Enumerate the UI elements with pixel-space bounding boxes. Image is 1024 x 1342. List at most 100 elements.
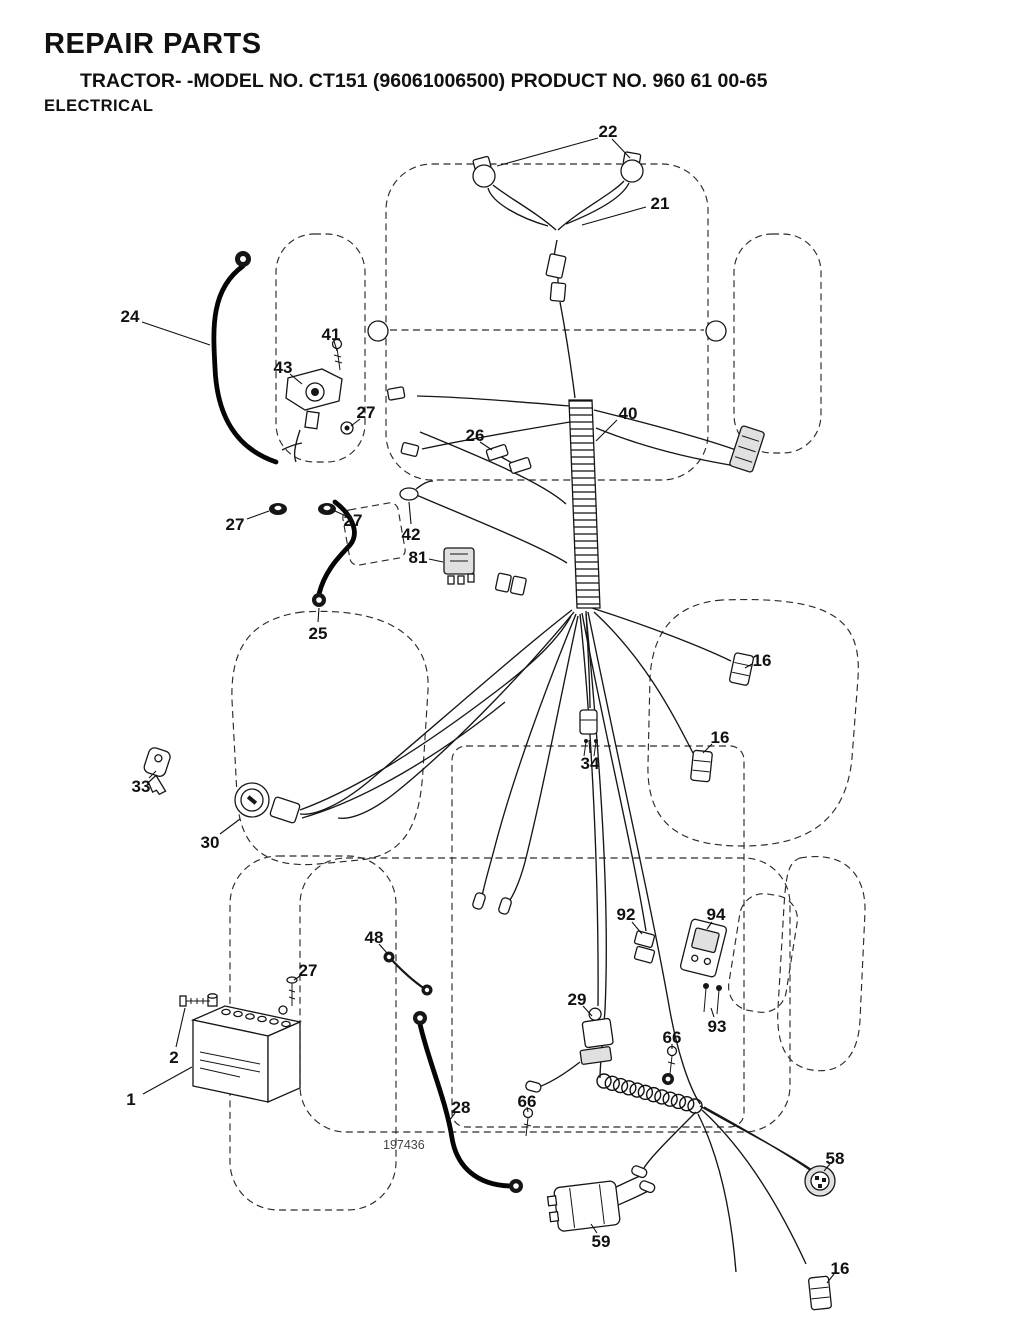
callout-leader-22 bbox=[496, 137, 599, 167]
callout-81: 81 bbox=[409, 548, 428, 567]
callout-33: 33 bbox=[132, 777, 151, 796]
callout-leader-92 bbox=[631, 921, 643, 935]
cap-42 bbox=[399, 480, 434, 501]
callout-2: 2 bbox=[169, 1048, 178, 1067]
callout-1: 1 bbox=[126, 1090, 135, 1109]
model-line: TRACTOR- -MODEL NO. CT151 (96061006500) … bbox=[80, 70, 768, 92]
callout-leader-43 bbox=[289, 373, 303, 385]
ignition-module-43 bbox=[281, 368, 343, 463]
callout-21: 21 bbox=[651, 194, 670, 213]
callout-93: 93 bbox=[708, 1017, 727, 1036]
coiled-wire bbox=[596, 1073, 703, 1114]
callout-leader-27 bbox=[334, 510, 347, 517]
callout-29: 29 bbox=[568, 990, 587, 1009]
ignition-switch-30 bbox=[234, 782, 301, 824]
screws-93 bbox=[703, 983, 722, 1015]
connector-16-bottom bbox=[808, 1275, 832, 1311]
callout-leader-25 bbox=[317, 607, 320, 623]
battery-1 bbox=[190, 993, 303, 1103]
connector-58 bbox=[804, 1165, 836, 1197]
bolt-2 bbox=[179, 995, 210, 1007]
jumper-wire-48 bbox=[390, 958, 426, 990]
wiring-harness bbox=[299, 180, 819, 1273]
washer-27-right bbox=[318, 503, 336, 515]
callout-27: 27 bbox=[226, 515, 245, 534]
nut-27 bbox=[340, 421, 354, 435]
bullet-connector bbox=[498, 897, 512, 915]
callout-leader-27 bbox=[350, 418, 361, 427]
screw-66-right bbox=[666, 1045, 678, 1075]
callout-22: 22 bbox=[599, 122, 618, 141]
callout-leader-16 bbox=[744, 663, 753, 669]
callout-leader-2 bbox=[175, 1007, 186, 1048]
callout-30: 30 bbox=[201, 833, 220, 852]
callout-25: 25 bbox=[309, 624, 328, 643]
ground-cables bbox=[211, 263, 513, 1189]
callout-leader-81 bbox=[428, 558, 444, 563]
callout-leader-27 bbox=[293, 975, 301, 981]
connector-40-right bbox=[729, 425, 765, 473]
screw-41 bbox=[331, 338, 343, 371]
fuse-26 bbox=[485, 444, 532, 474]
callout-42: 42 bbox=[402, 525, 421, 544]
callout-leader-29 bbox=[582, 1005, 593, 1017]
connector-small-b bbox=[400, 441, 420, 457]
callout-leader-66 bbox=[526, 1106, 529, 1113]
callout-leader-42 bbox=[408, 501, 412, 525]
callout-58: 58 bbox=[826, 1149, 845, 1168]
battery-cable-28 bbox=[417, 1021, 513, 1189]
ring-terminal-66 bbox=[662, 1073, 674, 1085]
hood-bolt-right bbox=[705, 320, 727, 342]
screw-66-left bbox=[522, 1107, 534, 1137]
callout-34: 34 bbox=[581, 754, 600, 773]
switch-29 bbox=[579, 1007, 614, 1065]
ring-terminal-48-a bbox=[383, 951, 395, 963]
callout-66: 66 bbox=[518, 1092, 537, 1111]
callout-27: 27 bbox=[299, 961, 318, 980]
callout-16: 16 bbox=[753, 651, 772, 670]
callout-leader-34 bbox=[588, 739, 591, 754]
callout-leader-30 bbox=[219, 818, 241, 835]
ring-terminal-25 bbox=[312, 593, 326, 607]
connector-small-c bbox=[494, 572, 512, 593]
callout-leader-93 bbox=[710, 1007, 715, 1018]
solenoid-94 bbox=[679, 918, 728, 978]
callout-40: 40 bbox=[619, 404, 638, 423]
relay-81 bbox=[443, 547, 475, 585]
callout-48: 48 bbox=[365, 928, 384, 947]
ground-cable-24 bbox=[211, 263, 279, 465]
callout-leader-16 bbox=[826, 1273, 835, 1284]
callout-leader-22 bbox=[611, 138, 631, 159]
connector-21-upper bbox=[545, 253, 567, 279]
callout-92: 92 bbox=[617, 905, 636, 924]
callout-leader-21 bbox=[581, 206, 647, 226]
connector-16-mid bbox=[690, 749, 713, 783]
callout-leader-33 bbox=[148, 770, 157, 779]
callout-leader-40 bbox=[595, 419, 618, 442]
callout-27: 27 bbox=[357, 403, 376, 422]
bullet-connector bbox=[639, 1180, 656, 1194]
callout-leader-27 bbox=[246, 510, 270, 520]
callout-leader-28 bbox=[448, 1112, 456, 1122]
callout-leader-1 bbox=[142, 1066, 193, 1095]
bullet-connector bbox=[525, 1080, 542, 1093]
callout-28: 28 bbox=[452, 1098, 471, 1117]
callout-66: 66 bbox=[663, 1028, 682, 1047]
components bbox=[143, 151, 836, 1311]
connector-16-upper bbox=[728, 652, 754, 686]
headlight-right bbox=[620, 151, 644, 183]
connector-92 bbox=[633, 930, 656, 964]
callout-59: 59 bbox=[592, 1232, 611, 1251]
screw-27-battery bbox=[286, 976, 298, 1006]
conduit-ribs bbox=[569, 400, 600, 605]
ring-terminal-48-b bbox=[421, 984, 433, 996]
bullet-connector bbox=[472, 892, 486, 910]
module-59 bbox=[546, 1180, 621, 1232]
callout-leader-59 bbox=[590, 1223, 598, 1234]
hood-bolt-left bbox=[367, 320, 389, 342]
callout-leader-41 bbox=[333, 340, 338, 352]
callout-leader-16 bbox=[702, 743, 713, 754]
callout-leader-94 bbox=[706, 921, 713, 930]
connector-34 bbox=[579, 709, 598, 757]
callout-16: 16 bbox=[711, 728, 730, 747]
